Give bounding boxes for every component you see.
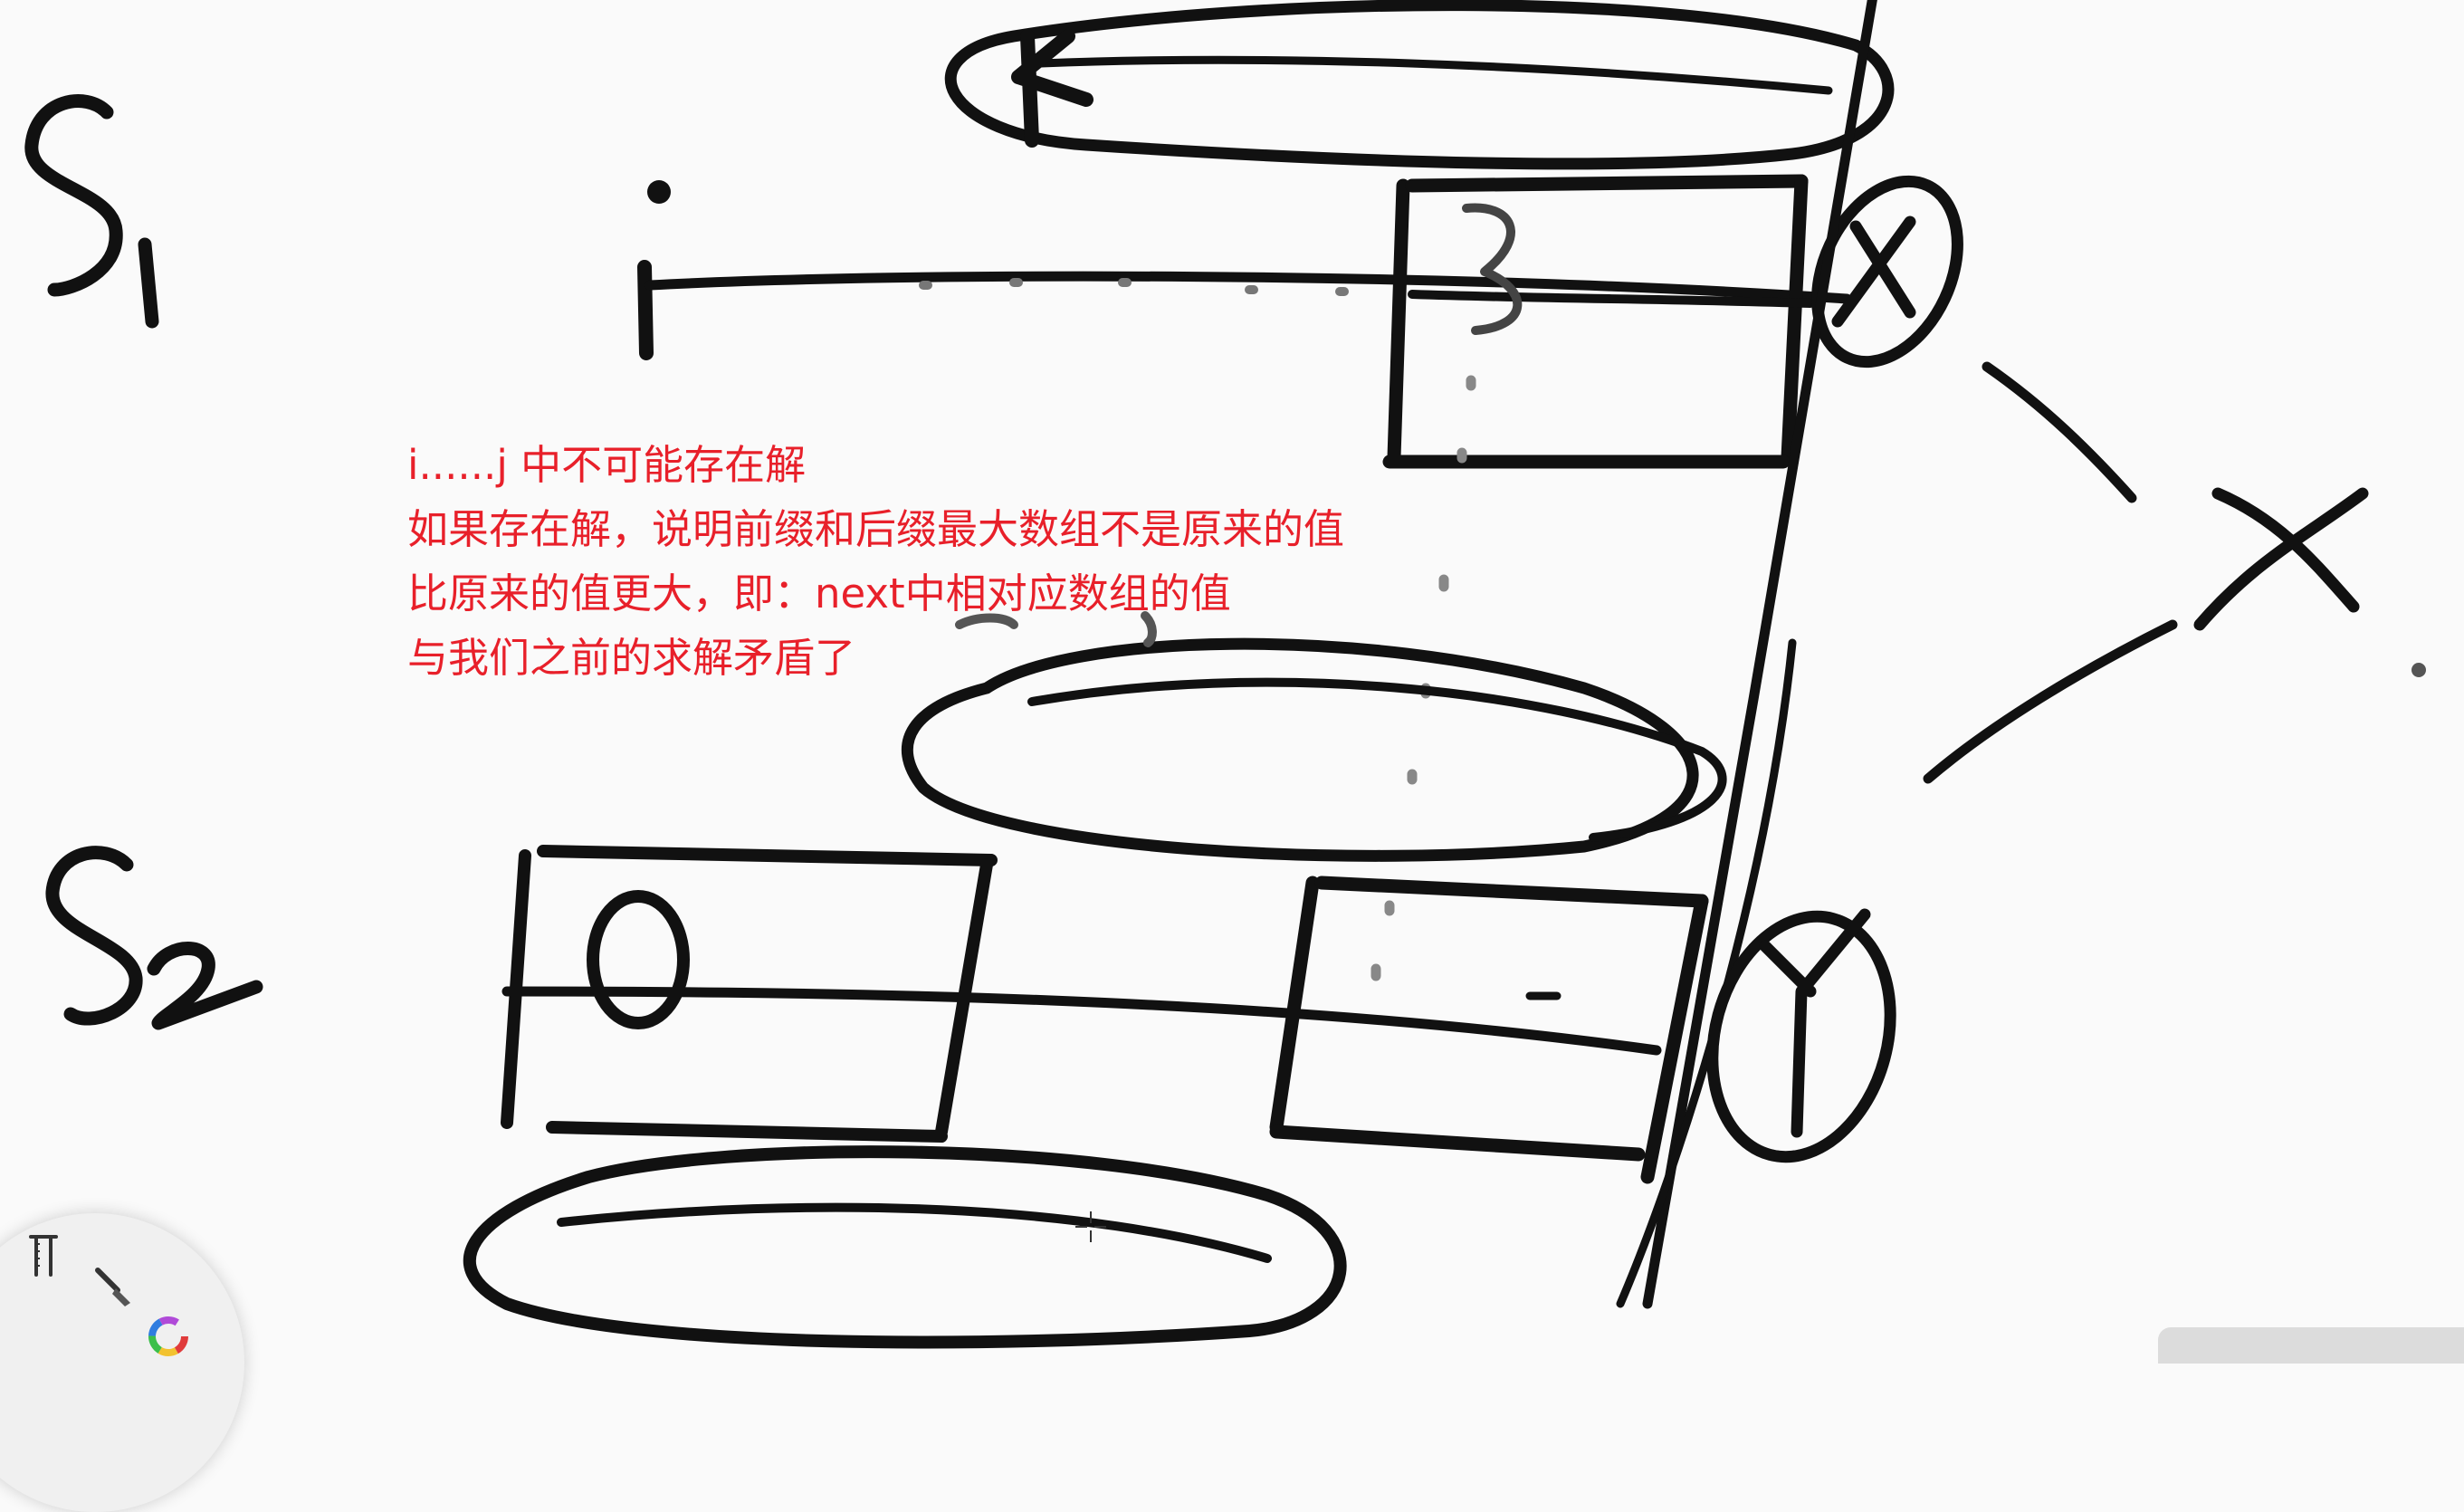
crosshair-cursor-icon <box>1075 1211 1106 1242</box>
s2-prefix-ellipse <box>463 1145 1347 1349</box>
x-mark-s1 <box>1811 175 2426 784</box>
s1-suffix-box <box>1382 174 1815 469</box>
ruler-compass-icon[interactable] <box>20 1231 67 1278</box>
annotation-line-2: 如果存在解，说明前缀和后缀最大数组不是原来的值 <box>407 505 1345 553</box>
bottom-toolbar-panel[interactable] <box>2158 1327 2464 1364</box>
annotation-line-4: 与我们之前的求解矛盾了 <box>407 634 856 682</box>
annotation-line-1: i......j 中不可能存在解 <box>407 441 807 489</box>
drawing-canvas[interactable] <box>0 0 2464 1364</box>
s2-suffix-box <box>1269 876 1709 1184</box>
color-wheel-icon[interactable] <box>145 1313 192 1360</box>
middle-ellipse <box>902 611 1727 862</box>
s2-prefix-box <box>501 845 998 1143</box>
string-s1-line <box>637 180 1852 360</box>
string-s2-line <box>501 986 1662 1056</box>
s1-prefix-ellipse <box>944 0 1895 170</box>
annotation-line-3: 比原来的值更大，即：next中相对应数组的值 <box>407 569 1231 617</box>
brush-icon[interactable] <box>91 1263 138 1310</box>
label-s2 <box>45 846 263 1030</box>
annotation-text-block: i......j 中不可能存在解 如果存在解，说明前缀和后缀最大数组不是原来的值… <box>407 433 1344 690</box>
y-mark-s2 <box>1706 908 1896 1163</box>
label-s1 <box>24 94 159 329</box>
